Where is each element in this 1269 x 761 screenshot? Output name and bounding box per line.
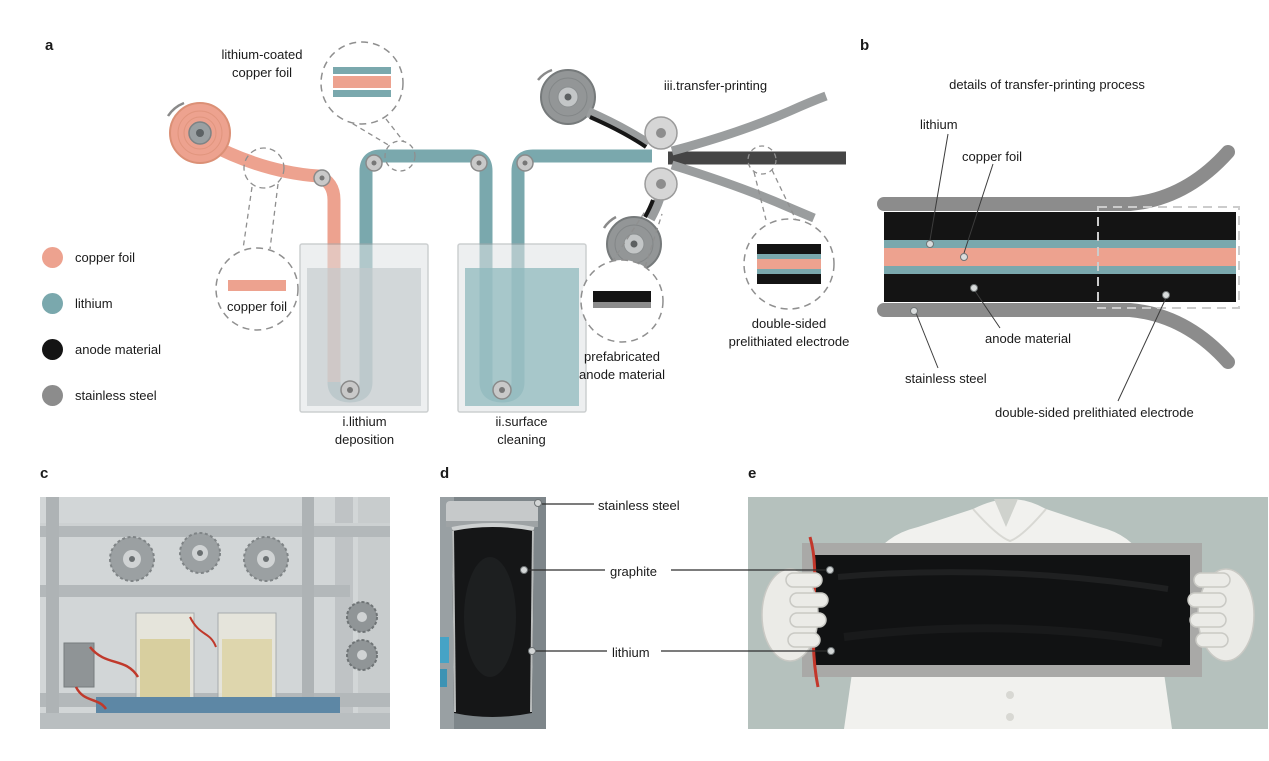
legend-label: copper foil <box>75 249 135 265</box>
machine-blue-mat <box>96 697 340 713</box>
legend-item-lithium: lithium <box>42 293 113 314</box>
lithium-swatch-icon <box>42 293 63 314</box>
legend-label: anode material <box>75 341 161 357</box>
panel-label-d: d <box>440 465 450 482</box>
legend-label: lithium <box>75 295 113 311</box>
callout-label-lithium-coated: lithium-coated copper foil <box>221 47 303 80</box>
panel-label-e: e <box>748 465 757 482</box>
panel-b-title: details of transfer-printing process <box>949 77 1145 92</box>
callout-label-double-sided: double-sided prelithiated electrode <box>728 316 850 349</box>
anode-material-swatch-icon <box>42 339 63 360</box>
machine-gears <box>346 601 378 671</box>
machine-baths <box>135 612 277 702</box>
annotation-stainless-steel: stainless steel <box>598 498 680 513</box>
photo-machine <box>40 497 390 729</box>
step-label-lithium-deposition: i.lithium deposition <box>334 414 395 447</box>
panel-label-c: c <box>40 465 49 482</box>
right-glove-hand <box>1187 568 1255 662</box>
electrode-sheet <box>802 543 1202 677</box>
label-lithium: lithium <box>920 117 958 132</box>
photo-held-electrode <box>748 497 1268 729</box>
copper-foil-swatch-icon <box>42 247 63 268</box>
legend-label: stainless steel <box>75 387 157 403</box>
callout-label-copper-foil: copper foil <box>227 299 287 314</box>
legend-item-stainless-steel: stainless steel <box>42 385 157 406</box>
machine-rollers <box>109 532 289 582</box>
legend-item-anode-material: anode material <box>42 339 161 360</box>
label-stainless-steel: stainless steel <box>905 371 987 386</box>
stainless-steel-swatch-icon <box>42 385 63 406</box>
step-label-surface-cleaning: ii.surface cleaning <box>495 414 548 447</box>
photo-electrode-roll <box>440 497 546 729</box>
machine-motor <box>63 642 95 688</box>
label-anode-material: anode material <box>985 331 1071 346</box>
legend-item-copper-foil: copper foil <box>42 247 135 268</box>
left-glove-hand <box>761 568 829 662</box>
annotation-graphite: graphite <box>610 564 657 579</box>
panel-label-a: a <box>45 37 54 54</box>
annotation-lithium: lithium <box>612 645 650 660</box>
callout-label-prefabricated-anode: prefabricated anode material <box>579 349 665 382</box>
step-label-transfer-printing: iii.transfer-printing <box>663 78 768 93</box>
label-copper-foil: copper foil <box>962 149 1022 164</box>
steel-roll-top <box>446 501 538 525</box>
panel-label-b: b <box>860 37 870 54</box>
label-double-sided-electrode: double-sided prelithiated electrode <box>995 405 1194 420</box>
machine-red-wires <box>74 616 217 710</box>
